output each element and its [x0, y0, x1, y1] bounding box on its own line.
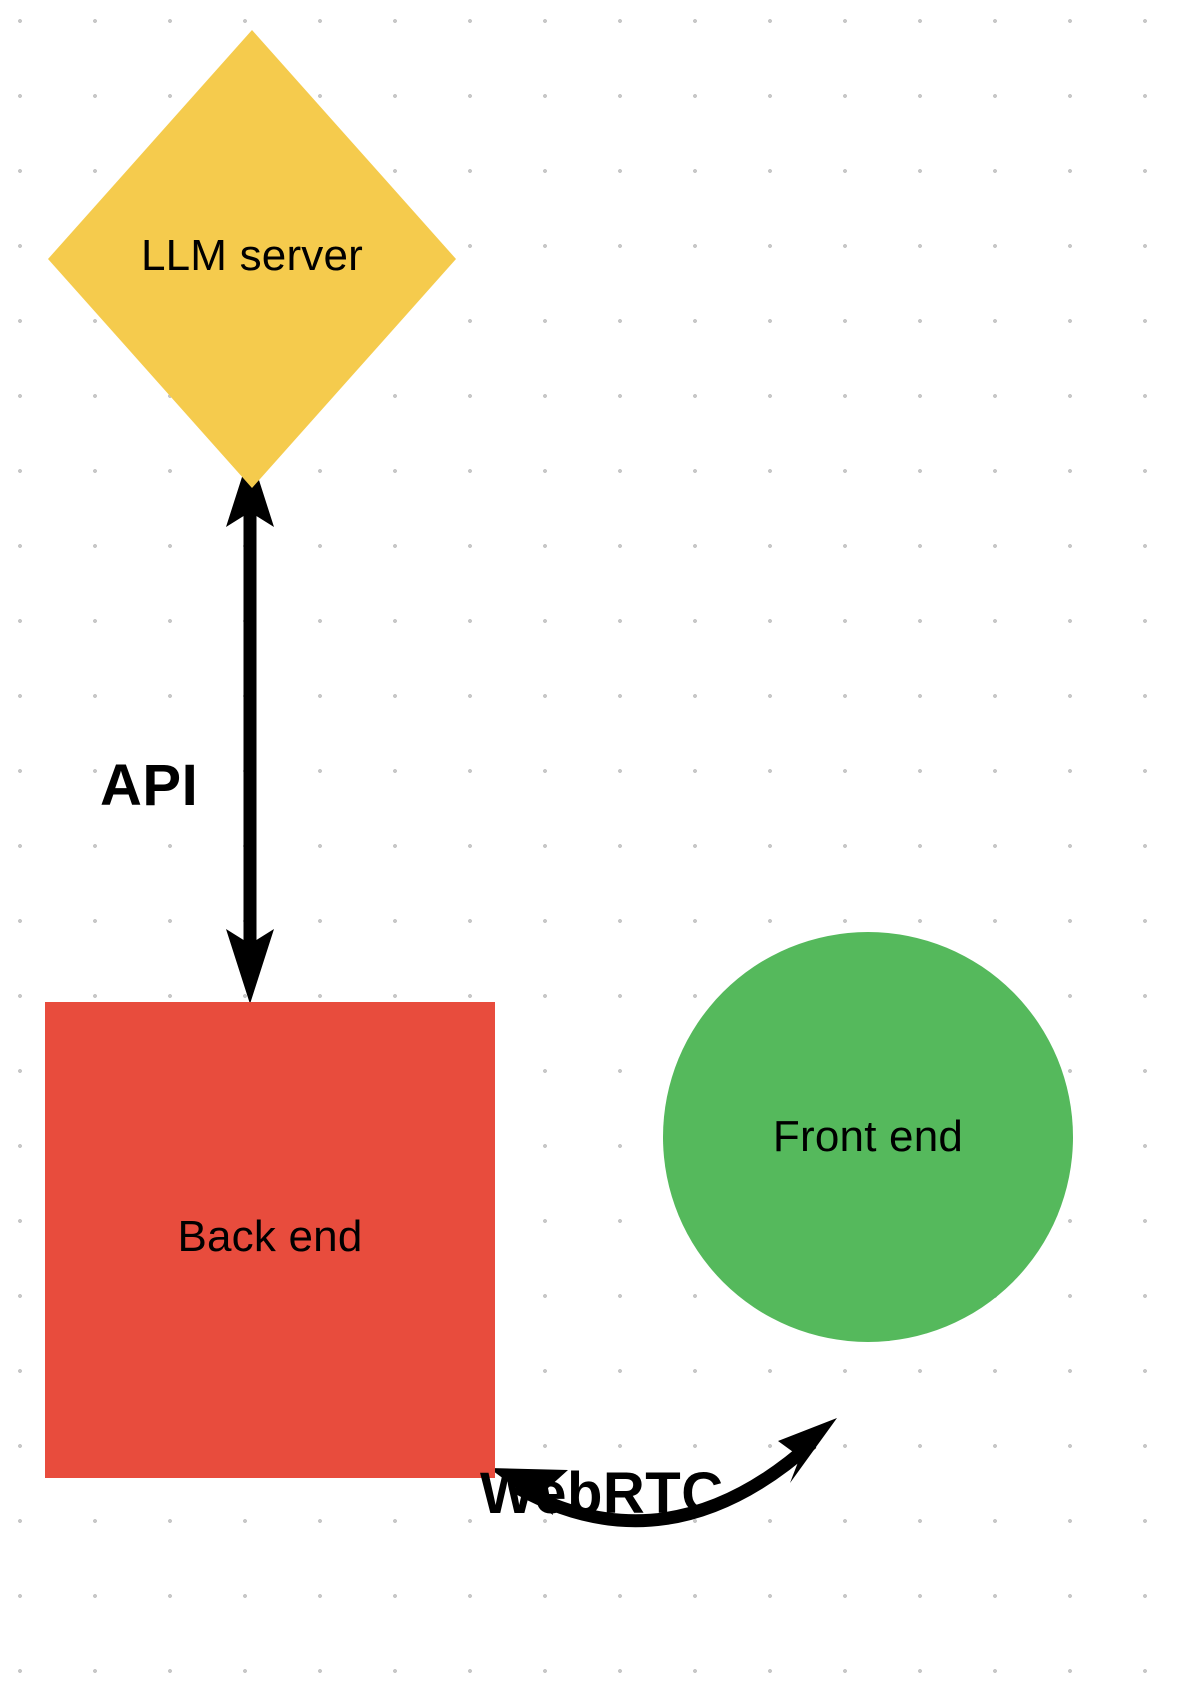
webrtc-arrowhead-left-icon — [489, 1468, 568, 1515]
webrtc-arrowhead-right-icon — [778, 1418, 837, 1483]
node-back-end[interactable]: Back end — [45, 1002, 495, 1478]
api-connector[interactable] — [226, 452, 274, 1004]
node-front-end[interactable]: Front end — [663, 932, 1073, 1342]
node-llm-server[interactable]: LLM server — [48, 30, 456, 488]
webrtc-connector[interactable] — [489, 1418, 837, 1528]
edge-label-api: API — [100, 753, 199, 818]
webrtc-connector-curve — [512, 1438, 817, 1528]
api-arrowhead-up-icon — [226, 452, 274, 527]
node-llm-server-label: LLM server — [140, 230, 364, 280]
edge-label-webrtc: WebRTC — [480, 1461, 724, 1526]
node-front-end-label: Front end — [772, 1111, 964, 1161]
api-arrowhead-down-icon — [226, 929, 274, 1004]
node-back-end-label: Back end — [177, 1211, 363, 1261]
